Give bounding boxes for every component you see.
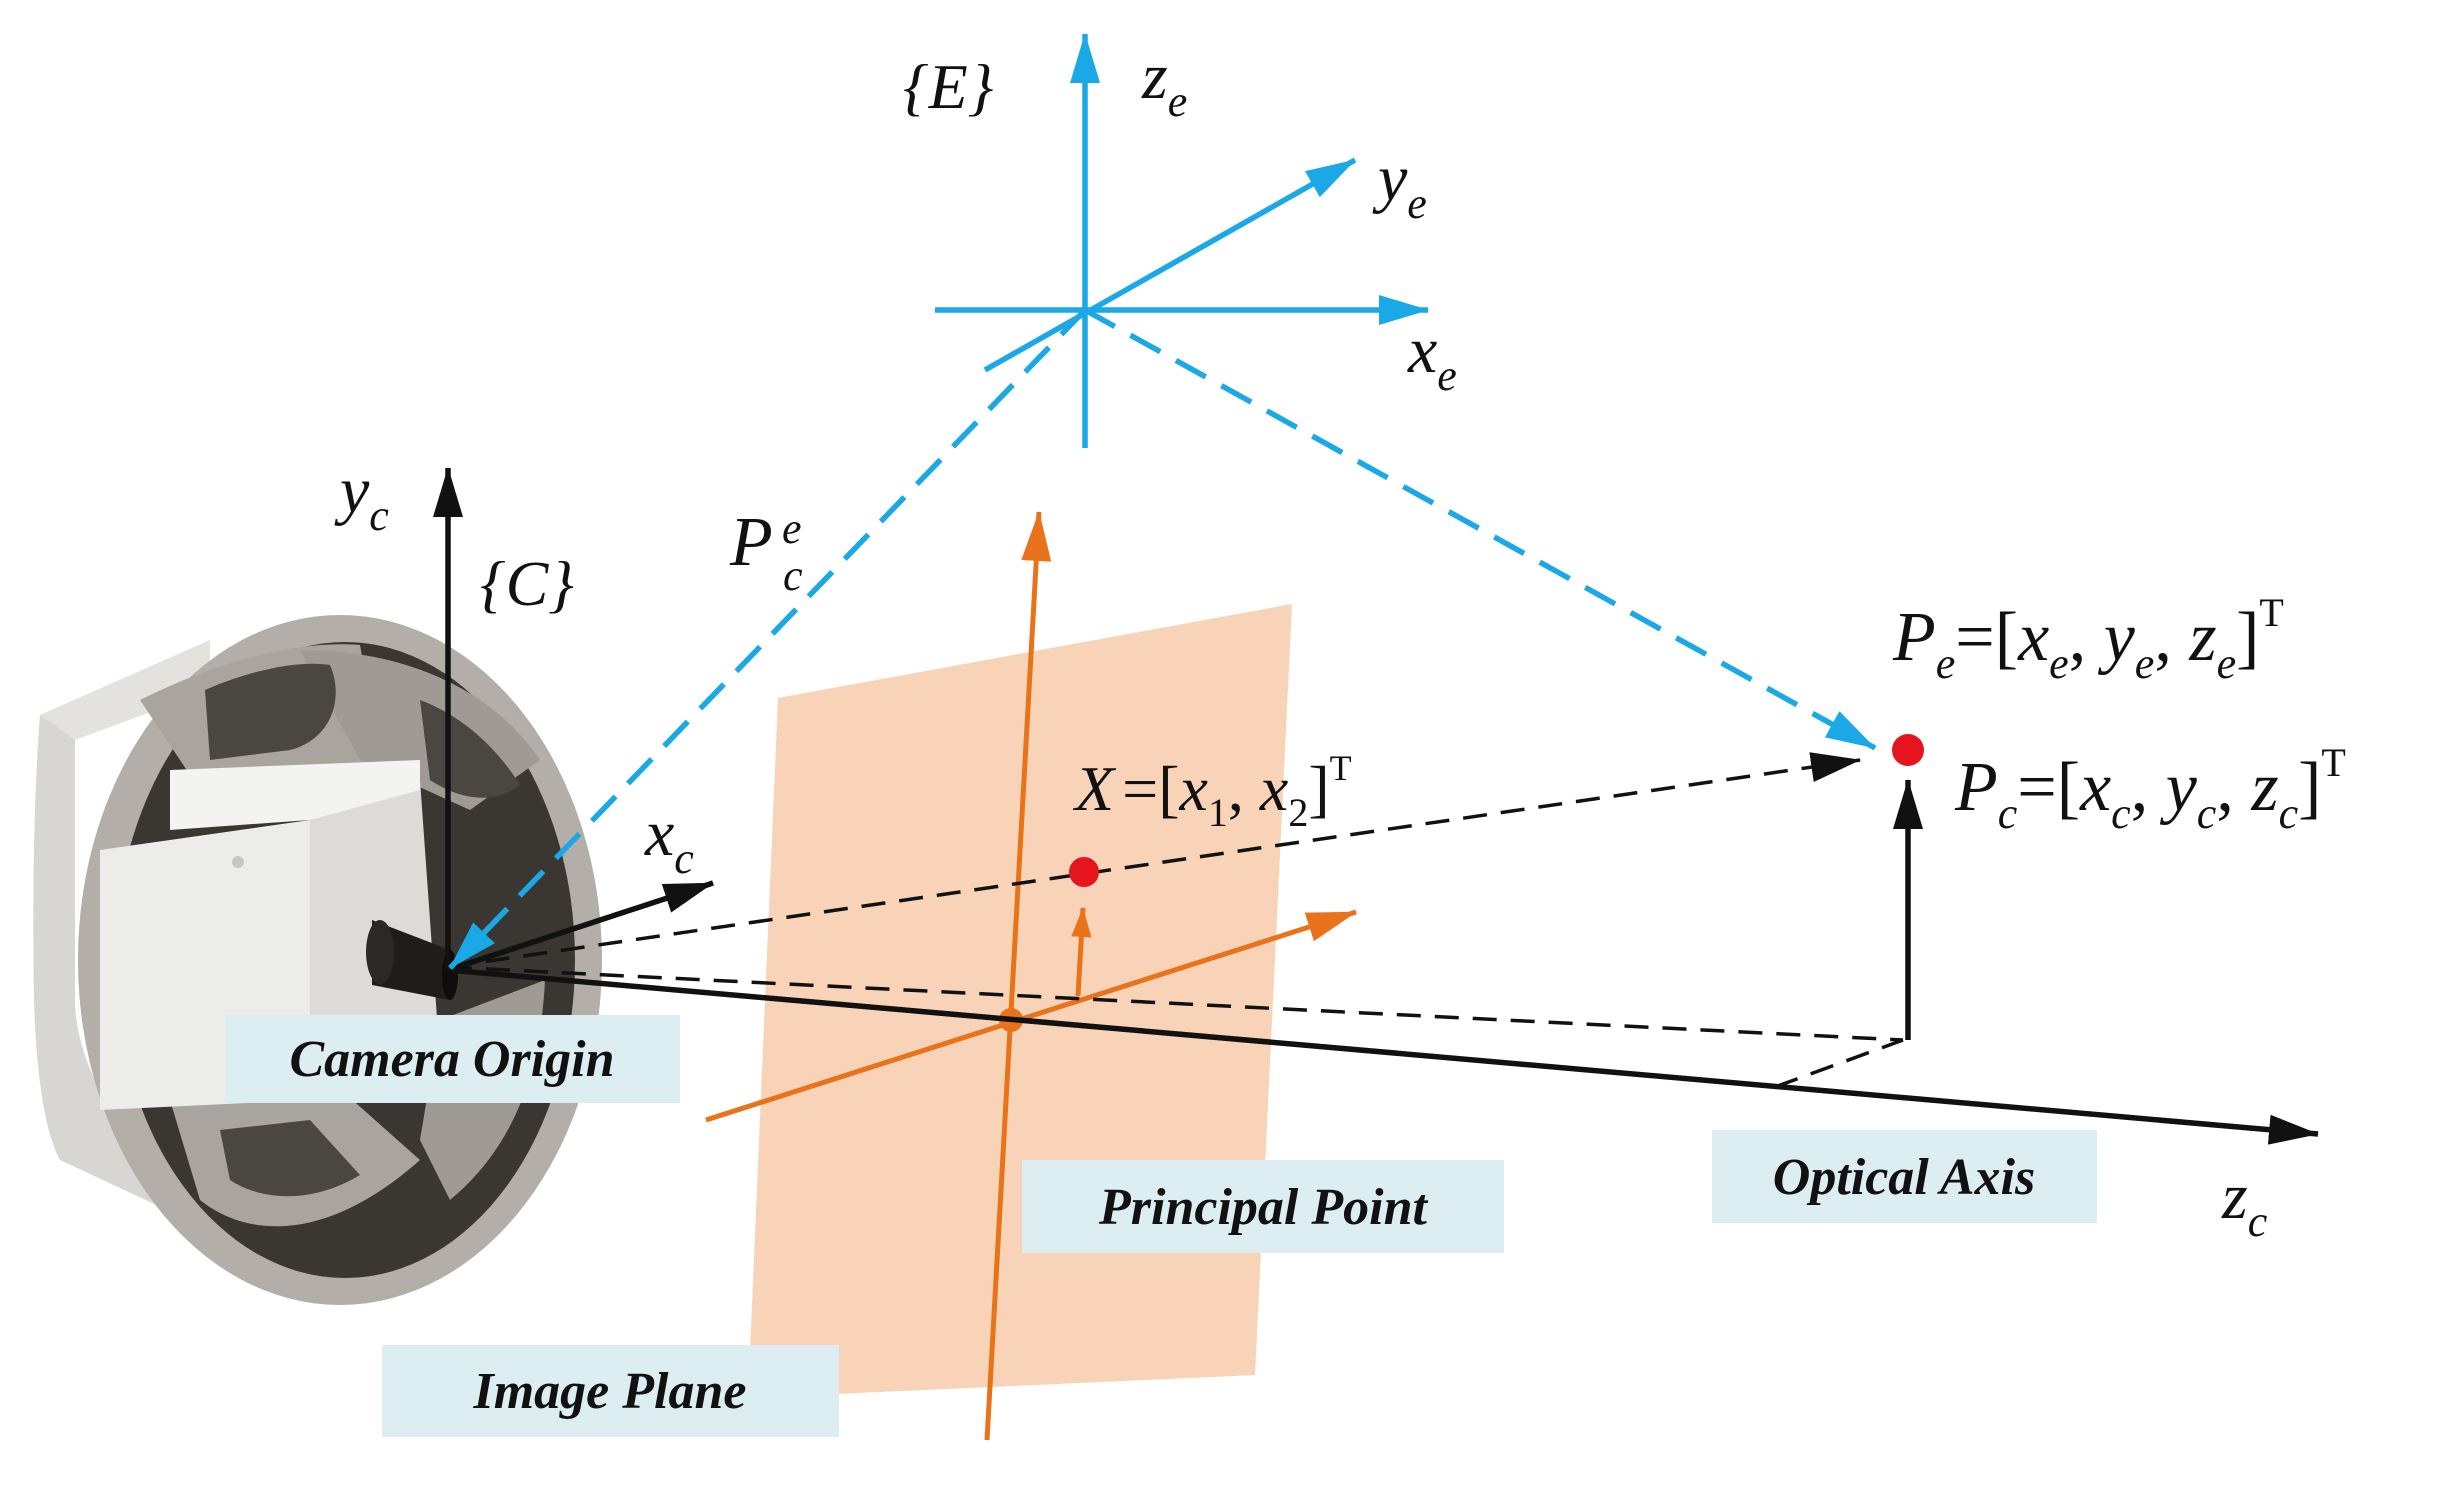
svg-text:P: P (729, 504, 773, 581)
camera-x-label: xc (644, 797, 694, 883)
tag-principal-point-text: Principal Point (1098, 1179, 1428, 1236)
tag-image-plane: Image Plane (382, 1345, 839, 1437)
tag-optical-axis: Optical Axis (1712, 1130, 2097, 1223)
image-point-offset-arrow (1071, 907, 1092, 997)
tag-principal-point: Principal Point (1022, 1160, 1504, 1253)
point-p-world-coords: Pe=[xe, ye, ze]T (1892, 590, 2284, 688)
image-horizontal-axis (705, 909, 1357, 1123)
camera-frame-name: {C} (480, 548, 574, 619)
world-z-label: ze (1141, 40, 1187, 126)
world-y-axis (983, 157, 1357, 373)
image-vertical-axis (984, 511, 1052, 1441)
camera-z-label: zc (2221, 1160, 2268, 1246)
camera-z-axis (447, 967, 2319, 1145)
transform-label: P c e (729, 504, 803, 600)
world-x-label: xe (1407, 314, 1457, 400)
world-frame (448, 33, 1877, 970)
world-y-label: ye (1372, 142, 1427, 228)
housing-side (33, 700, 211, 1230)
tag-image-plane-text: Image Plane (473, 1363, 747, 1420)
camera-y-label: yc (334, 454, 389, 540)
point-x-marker (1069, 857, 1099, 887)
world-frame-name: {E} (903, 51, 994, 122)
point-x-image-coords: X=[x1, x2]T (1072, 748, 1352, 835)
tag-optical-axis-text: Optical Axis (1773, 1149, 2035, 1206)
tag-camera-origin-text: Camera Origin (289, 1031, 614, 1088)
ground-projection-line (447, 965, 1904, 1042)
camera-housing-illustration (33, 615, 602, 1305)
tag-camera-origin: Camera Origin (225, 1015, 680, 1103)
transform-arrow-to-point (1083, 307, 1877, 751)
projection-ray (447, 752, 1861, 969)
svg-text:e: e (782, 504, 802, 553)
projection-lines (447, 752, 1904, 1089)
point-p-camera-coords: Pc=[xc, yc, zc]T (1954, 740, 2346, 838)
svg-text:c: c (783, 551, 803, 600)
point-p-marker (1892, 734, 1924, 766)
